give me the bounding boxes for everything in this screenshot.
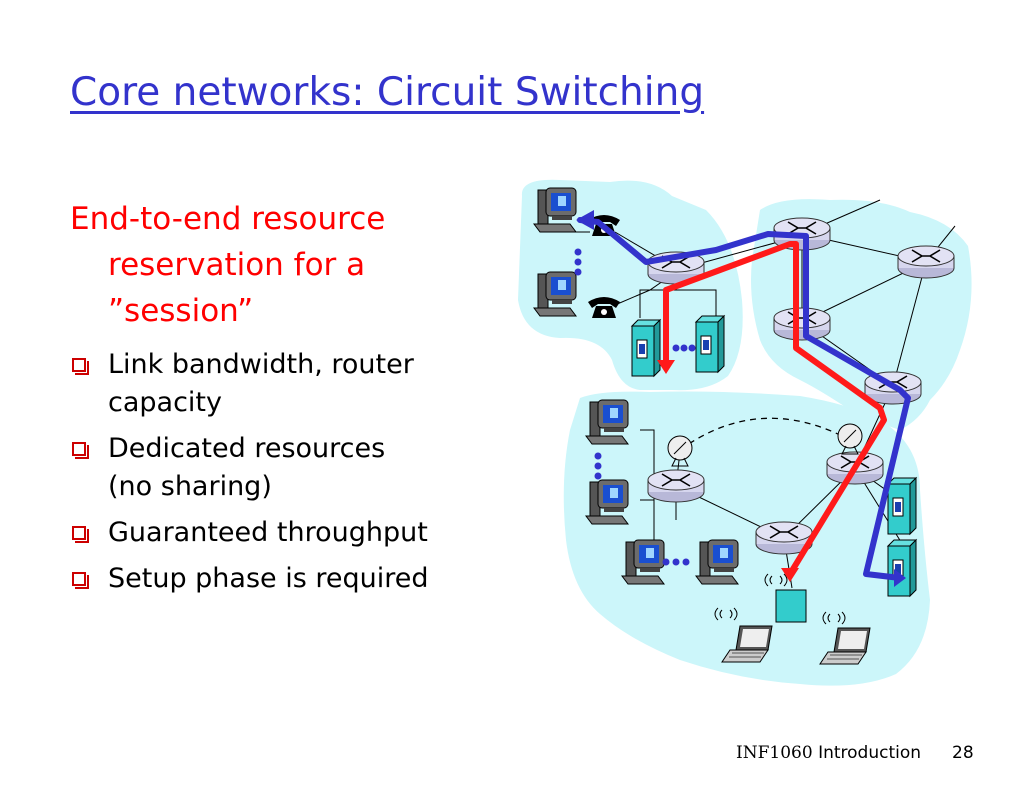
footer-section: Introduction [818,743,922,763]
intro-text: End-to-end resource reservation for a ”s… [70,196,490,334]
slide-title: Core networks: Circuit Switching [70,70,705,115]
bullet-text: Dedicated resources [108,433,386,464]
bullet-item: Link bandwidth, router capacity [70,346,490,422]
bullet-item: Dedicated resources (no sharing) [70,430,490,506]
server-icon [887,539,917,597]
bullet-text: Setup phase is required [108,563,429,594]
server-icon [695,315,725,373]
ellipsis-dots-icon [574,248,696,566]
server-icon [887,477,917,535]
intro-line: End-to-end resource [70,201,386,237]
intro-line: reservation for a [108,247,366,283]
circuit-path-blue [577,217,911,581]
circuit-path-blue-arrow [576,210,594,230]
desktop-computer-icon [695,539,739,585]
footer-course-code: INF1060 [736,743,813,763]
bullet-text: (no sharing) [108,471,272,502]
circuit-path-red [663,241,887,577]
circuit-path-blue-arrow [894,569,906,587]
server-icon [631,319,661,377]
footer-course: INF1060 Introduction [736,743,921,763]
bullet-list: Link bandwidth, router capacity Dedicate… [70,346,490,606]
bullet-text: capacity [108,387,222,418]
bullet-item: Guaranteed throughput [70,514,490,552]
circuit-path-red-arrow [657,360,675,374]
bullet-box-icon [72,442,89,459]
desktop-computer-icon [533,271,577,317]
wireless-base-station-icon [775,589,807,623]
bullet-box-icon [72,526,89,543]
bullet-text: Guaranteed throughput [108,517,428,548]
router-icon [897,245,955,279]
bullet-box-icon [72,572,89,589]
bullet-box-icon [72,358,89,375]
desktop-computer-icon [585,479,629,525]
circuit-path-red-arrow [781,568,799,582]
bullet-item: Setup phase is required [70,560,490,598]
bullet-text: Link bandwidth, router [108,349,414,380]
desktop-computer-icon [621,539,665,585]
satellite-link [679,417,851,451]
router-icon [647,469,705,503]
page-number: 28 [952,743,974,763]
router-icon [773,307,831,341]
desktop-computer-icon [533,187,577,233]
desktop-computer-icon [585,399,629,445]
intro-line: ”session” [108,293,254,329]
